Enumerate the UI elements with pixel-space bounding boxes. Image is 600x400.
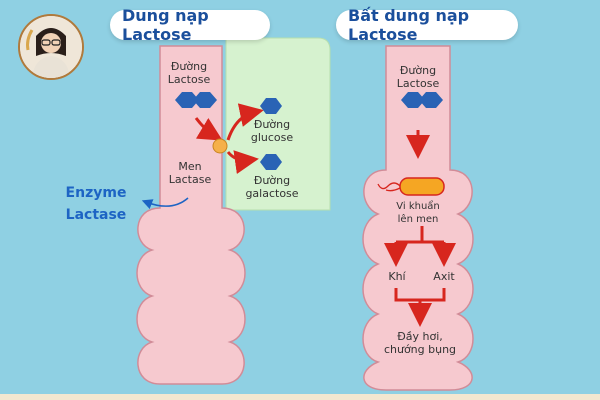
acid-label: Axit (433, 270, 455, 283)
red-arrow-merge (394, 288, 446, 318)
enzyme-lactase-label: Enzyme Lactase (65, 185, 127, 223)
gas-label: Khí (388, 270, 406, 283)
right-lactose-hexagon-1 (401, 92, 425, 108)
red-arrow-galactose (226, 150, 259, 174)
red-arrow-glucose (226, 103, 264, 141)
enzyme-circle (212, 138, 228, 154)
right-intestine (362, 45, 474, 391)
avatar-illustration (20, 16, 82, 78)
bacteria-capsule (399, 177, 445, 196)
bloating-label: Đầy hơi, chướng bụng (383, 330, 457, 356)
title-lactose-intolerance: Bất dung nạp Lactose (336, 6, 518, 44)
title-lactose-tolerance: Dung nạp Lactose (110, 6, 270, 44)
enzyme-pointer-arrow (141, 197, 189, 210)
galactose-label: Đường galactose (245, 174, 299, 200)
lactose-hexagon-1 (175, 92, 199, 108)
lactose-label-right: Đường Lactose (396, 64, 440, 90)
bacteria-flagella (377, 182, 401, 192)
bottom-strip (0, 394, 600, 400)
glucose-hexagon (260, 98, 282, 114)
avatar-photo (18, 14, 84, 80)
men-lactase-label: Men Lactase (168, 160, 212, 186)
right-lactose-hexagon-2 (419, 92, 443, 108)
glucose-label: Đường glucose (250, 118, 294, 144)
lactose-label-left: Đường Lactose (167, 60, 211, 86)
lactose-hexagon-2 (193, 92, 217, 108)
red-arrow-to-enzyme (194, 117, 223, 141)
bacteria-label: Vi khuẩn lên men (396, 201, 440, 225)
red-arrow-branch (396, 226, 444, 244)
galactose-hexagon (260, 154, 282, 170)
